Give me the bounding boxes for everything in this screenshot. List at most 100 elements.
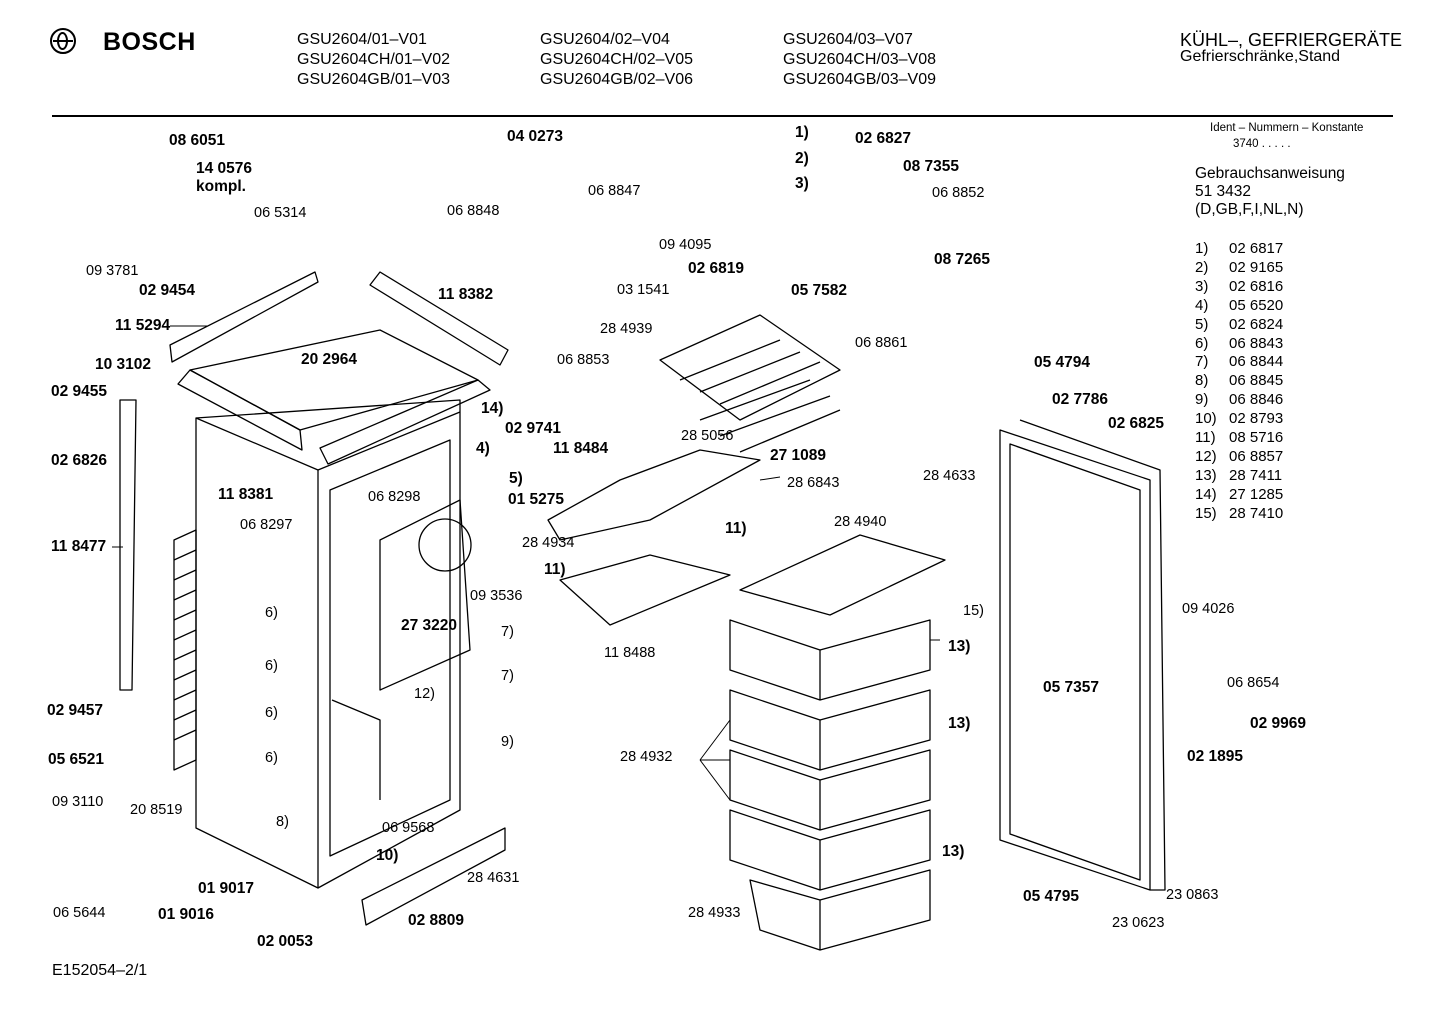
- part-label: 28 6843: [787, 475, 840, 491]
- part-label: 28 4934: [522, 535, 575, 551]
- legend-key: 8): [1195, 372, 1209, 390]
- part-label: 11 8382: [438, 286, 494, 303]
- legend-value: 05 6520: [1229, 296, 1284, 314]
- callout-label: 13): [948, 715, 971, 732]
- legend-value: 06 8843: [1229, 334, 1284, 352]
- part-label: 08 6051: [169, 132, 226, 149]
- model-column-2: GSU2604/02–V04 GSU2604CH/02–V05 GSU2604G…: [540, 30, 693, 90]
- callout-label: 1): [795, 124, 809, 141]
- model-number: GSU2604GB/02–V06: [540, 71, 693, 88]
- legend-row: 13)28 7411: [1195, 467, 1283, 486]
- part-label: 02 8809: [408, 912, 465, 929]
- legend-value: 28 7410: [1229, 504, 1284, 522]
- callout-label: 6): [265, 658, 278, 674]
- legend-key: 5): [1195, 315, 1209, 333]
- part-label: 04 0273: [507, 128, 564, 145]
- bosch-logo-icon: [50, 28, 76, 54]
- legend-row: 6) 06 8843: [1195, 335, 1283, 354]
- part-label: 02 0053: [257, 933, 314, 950]
- legend-value: 02 6824: [1229, 315, 1284, 333]
- legend-key: 13): [1195, 466, 1217, 484]
- legend-key: 11): [1195, 429, 1216, 447]
- callout-label: 6): [265, 705, 278, 721]
- part-label: kompl.: [196, 178, 246, 195]
- legend-key: 4): [1195, 296, 1209, 314]
- leader-lines: [112, 325, 940, 801]
- part-label: 03 1541: [617, 282, 670, 298]
- callout-label: 10): [376, 847, 399, 864]
- callout-label: 4): [476, 440, 490, 457]
- part-label: 27 3220: [401, 617, 458, 634]
- part-label: 02 9454: [139, 282, 196, 299]
- part-label: 02 6826: [51, 452, 108, 469]
- part-label: 06 5314: [254, 205, 307, 221]
- part-label: 02 9741: [505, 420, 562, 437]
- part-label: 02 9455: [51, 383, 108, 400]
- evaporator-coil: [659, 314, 841, 453]
- callout-label: 14): [481, 400, 504, 417]
- part-label: 05 4795: [1023, 888, 1080, 905]
- legend-row: 14)27 1285: [1195, 486, 1283, 505]
- part-label: 27 1089: [770, 447, 827, 464]
- callout-label: 13): [942, 843, 965, 860]
- model-number: GSU2604/03–V07: [783, 31, 913, 48]
- part-label: 14 0576: [196, 160, 253, 177]
- part-label: 09 3781: [86, 263, 139, 279]
- part-label: 05 7582: [791, 282, 848, 299]
- part-label: 06 8852: [932, 185, 985, 201]
- manual-title: Gebrauchsanweisung: [1195, 165, 1345, 182]
- fan-cover: [379, 499, 471, 691]
- callout-label: 2): [795, 150, 809, 167]
- legend-key: 14): [1195, 485, 1217, 503]
- part-label: 20 2964: [301, 351, 358, 368]
- part-label: 06 8654: [1227, 675, 1280, 691]
- part-label: 06 8861: [855, 335, 908, 351]
- part-label: 01 9016: [158, 906, 215, 923]
- callout-label: 7): [501, 624, 514, 640]
- legend-row: 12)06 8857: [1195, 448, 1283, 467]
- legend-key: 6): [1195, 334, 1209, 352]
- legend-row: 4) 05 6520: [1195, 297, 1283, 316]
- lower-tray: [559, 554, 731, 626]
- part-label: 09 4026: [1182, 601, 1235, 617]
- model-number: GSU2604CH/03–V08: [783, 51, 936, 68]
- legend-row: 9)06 8846: [1195, 391, 1283, 410]
- part-label: 08 7355: [903, 158, 960, 175]
- legend-row: 15)28 7410: [1195, 505, 1283, 524]
- legend-key: 9): [1195, 391, 1209, 409]
- part-label: 10 3102: [95, 356, 152, 373]
- model-column-3: GSU2604/03–V07 GSU2604CH/03–V08 GSU2604G…: [783, 30, 936, 90]
- legend-row: 10)02 8793: [1195, 410, 1283, 429]
- part-label: 28 5056: [681, 428, 734, 444]
- part-label: 09 3110: [52, 794, 104, 810]
- condenser-grid: [173, 529, 197, 771]
- legend-key: 10): [1195, 410, 1217, 428]
- part-label: 28 4932: [620, 749, 673, 765]
- ident-label: Ident – Nummern – Konstante: [1210, 122, 1364, 134]
- part-label: 09 3536: [470, 588, 523, 604]
- part-label: 02 6825: [1108, 415, 1165, 432]
- legend-value: 06 8845: [1229, 372, 1284, 390]
- part-label: 06 5644: [53, 905, 106, 921]
- part-label: 11 5294: [115, 317, 171, 334]
- part-label: 11 8477: [51, 538, 107, 555]
- callout-label: 5): [509, 470, 523, 487]
- callout-label: 6): [265, 750, 278, 766]
- callout-label: 7): [501, 668, 514, 684]
- part-label: 05 7357: [1043, 679, 1100, 696]
- part-label: 06 8848: [447, 203, 500, 219]
- part-label: 06 8853: [557, 352, 610, 368]
- part-label: 20 8519: [130, 802, 183, 818]
- part-label: 05 6521: [48, 751, 105, 768]
- legend-key: 7): [1195, 353, 1209, 371]
- fan-ring: [418, 518, 472, 572]
- drain-tube: [119, 399, 137, 691]
- model-number: GSU2604CH/01–V02: [297, 51, 450, 68]
- part-label: 02 9969: [1250, 715, 1307, 732]
- callout-label: 6): [265, 605, 278, 621]
- legend-row: 11)08 5716: [1195, 429, 1283, 448]
- model-number: GSU2604/01–V01: [297, 31, 427, 48]
- legend-value: 06 8844: [1229, 353, 1284, 371]
- legend-value: 02 9165: [1229, 258, 1284, 276]
